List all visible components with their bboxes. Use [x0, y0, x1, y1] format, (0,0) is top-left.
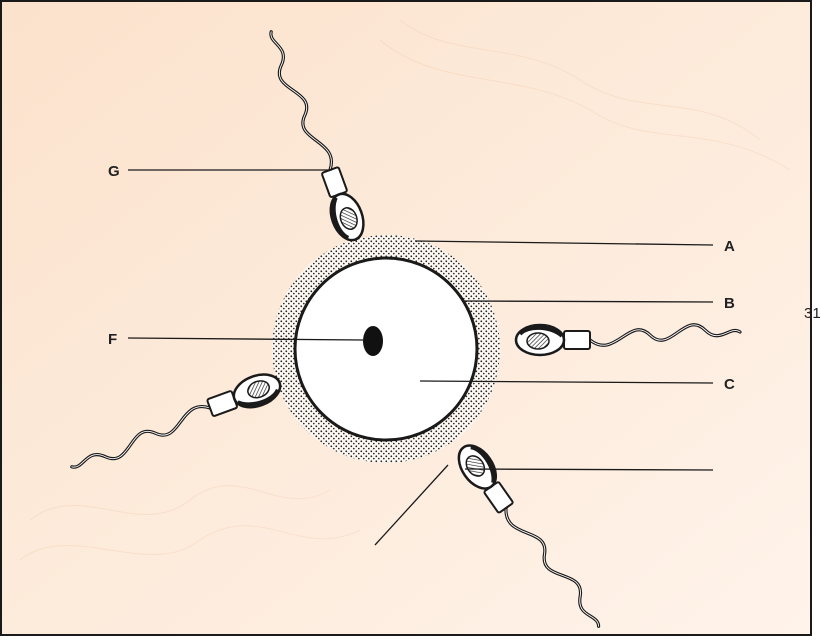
label-f: F: [108, 331, 117, 348]
label-c: C: [724, 376, 735, 393]
ovum-cytoplasm: [295, 258, 477, 440]
page-number: 31: [804, 305, 821, 322]
ovum-nucleus: [363, 326, 383, 356]
label-g: G: [108, 163, 120, 180]
label-b: B: [724, 295, 735, 312]
label-a: A: [724, 238, 735, 255]
